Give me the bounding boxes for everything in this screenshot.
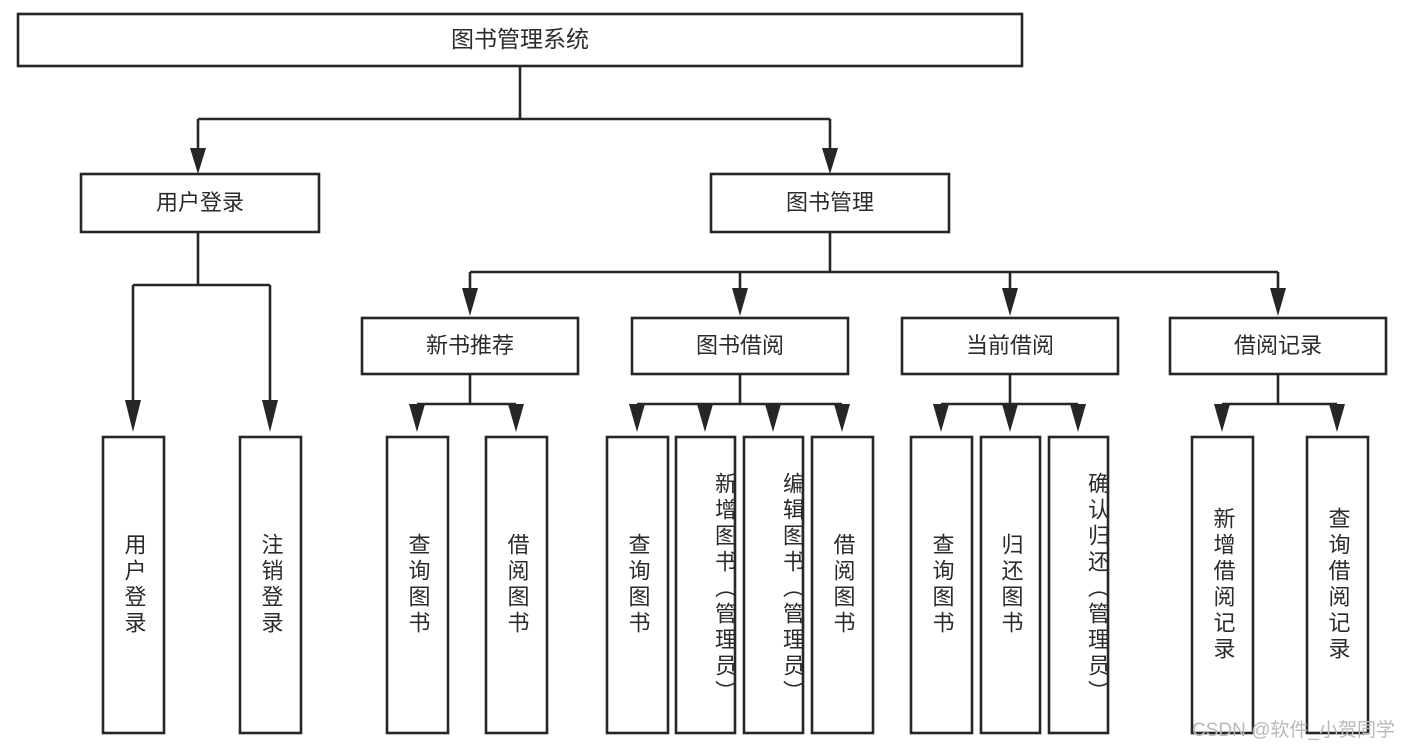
csdn-watermark: CSDN @软件_小贺同学 [1192, 720, 1395, 741]
node-label-root: 图书管理系统 [451, 26, 589, 52]
leaf-box-bookborrow-add[interactable] [674, 435, 737, 735]
leaf-box-user-login-login[interactable] [101, 435, 166, 735]
node-label-book-manage: 图书管理 [786, 190, 874, 215]
leaf-box-currentborrow-return[interactable] [979, 435, 1042, 735]
arrowhead-borrowrecord-leaf-1 [1214, 404, 1230, 432]
node-label-user-login: 用户登录 [156, 190, 244, 215]
node-box-user-login[interactable] [79, 172, 321, 234]
arrowhead-leaf-logout [262, 400, 278, 432]
leaf-box-bookborrow-edit[interactable] [742, 435, 805, 735]
leaf-box-newbook-query[interactable] [385, 435, 450, 735]
arrowhead-newbook-leaf-2 [508, 404, 524, 432]
arrowhead-currentborrow-leaf-3 [1070, 404, 1086, 432]
node-box-borrow-record[interactable] [1168, 316, 1388, 376]
arrowhead-currentborrow-leaf-1 [933, 404, 949, 432]
arrowhead-currentborrow-leaf-2 [1002, 404, 1018, 432]
leaf-box-newbook-borrow[interactable] [484, 435, 549, 735]
node-box-book-manage[interactable] [709, 172, 951, 234]
node-label-borrow-record: 借阅记录 [1234, 333, 1322, 358]
leaf-box-currentborrow-query[interactable] [909, 435, 974, 735]
arrowhead-new-book [462, 288, 478, 316]
leaf-box-bookborrow-borrow[interactable] [810, 435, 875, 735]
arrowhead-bookborrow-leaf-4 [834, 404, 850, 432]
arrowhead-book-borrow [732, 288, 748, 316]
arrowhead-borrowrecord-leaf-2 [1329, 404, 1345, 432]
arrowhead-book-manage [822, 148, 838, 174]
arrowhead-bookborrow-leaf-3 [765, 404, 781, 432]
leaf-box-bookborrow-query[interactable] [605, 435, 670, 735]
arrowhead-newbook-leaf-1 [409, 404, 425, 432]
leaf-box-borrowrecord-add[interactable] [1190, 435, 1255, 735]
connectors-layer [125, 66, 1345, 432]
arrowhead-bookborrow-leaf-1 [629, 404, 645, 432]
node-box-new-book-recommend[interactable] [360, 316, 580, 376]
node-box-root[interactable] [16, 12, 1024, 68]
arrowhead-user-login [190, 148, 206, 174]
leaf-box-currentborrow-confirm[interactable] [1047, 435, 1110, 735]
arrowhead-borrow-record [1270, 288, 1286, 316]
node-label-current-borrow: 当前借阅 [966, 333, 1054, 358]
node-box-book-borrow[interactable] [630, 316, 850, 376]
leaf-box-borrowrecord-query[interactable] [1305, 435, 1370, 735]
arrowhead-current-borrow [1002, 288, 1018, 316]
node-label-book-borrow: 图书借阅 [696, 333, 784, 358]
arrowhead-bookborrow-leaf-2 [697, 404, 713, 432]
node-label-new-book-recommend: 新书推荐 [426, 333, 514, 358]
node-box-current-borrow[interactable] [900, 316, 1120, 376]
arrowhead-leaf-user-login [125, 400, 141, 432]
nodes-layer: 图书管理系统 用户登录 图书管理 新书推荐 图书借阅 当前借阅 借阅记录 [16, 12, 1388, 735]
leaf-box-user-login-logout[interactable] [238, 435, 303, 735]
